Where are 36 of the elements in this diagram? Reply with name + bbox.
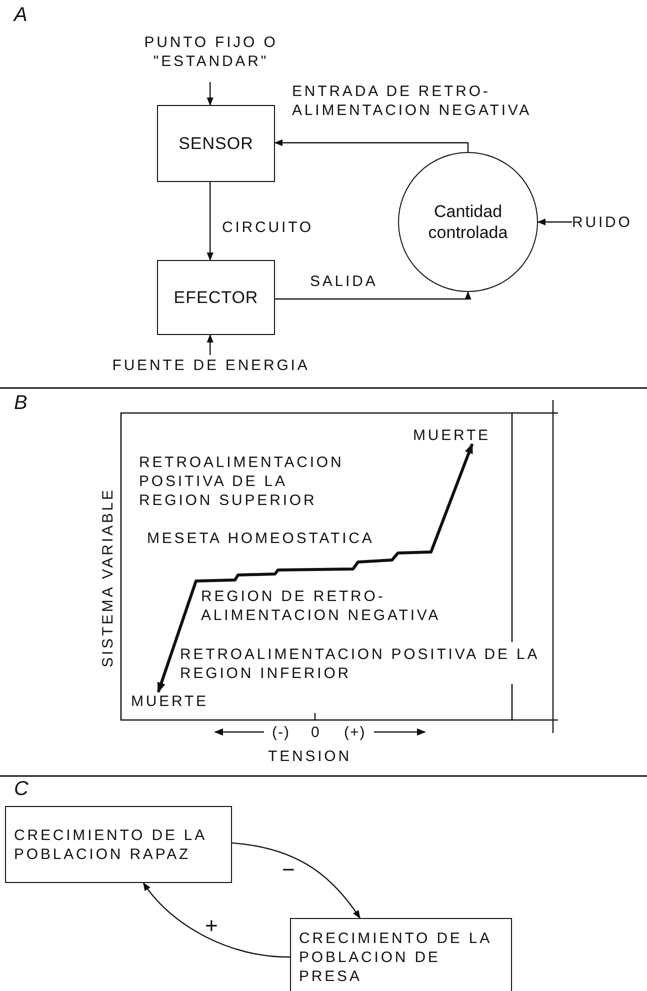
edge-label: + bbox=[205, 916, 219, 935]
arrow bbox=[232, 842, 360, 919]
arrow bbox=[206, 182, 214, 261]
axis-tick-label: (-) bbox=[272, 723, 290, 742]
process-box: SENSOR bbox=[157, 105, 275, 182]
axis-tick-label: 0 bbox=[311, 723, 320, 742]
arrow bbox=[142, 882, 290, 958]
circle-node: Cantidad controlada bbox=[398, 152, 538, 292]
process-box: CRECIMIENTO DE LA POBLACION DE PRESA bbox=[290, 918, 512, 991]
region-label: REGION DE RETRO-ALIMENTACION NEGATIVA bbox=[201, 587, 442, 625]
process-box: CRECIMIENTO DE LA POBLACION RAPAZ bbox=[5, 806, 232, 883]
curve-label: MUERTE bbox=[131, 692, 225, 710]
arrow bbox=[206, 82, 214, 106]
curve-label: MUERTE bbox=[413, 426, 507, 444]
arrow bbox=[274, 139, 469, 152]
curve-arrow bbox=[156, 443, 474, 693]
input-label: FUENTE DE ENERGIA bbox=[86, 355, 336, 375]
region-label: RETROALIMENTACION POSITIVA DE LA REGION SUPERIOR bbox=[139, 453, 345, 510]
panel-letter: A bbox=[14, 6, 28, 25]
edge-label: − bbox=[282, 860, 296, 879]
axis-label: TENSION bbox=[268, 747, 352, 766]
region-label: RETROALIMENTACION POSITIVA DE LA REGION INFERIOR bbox=[180, 645, 540, 683]
arrow bbox=[275, 291, 472, 300]
edge-label: SALIDA bbox=[310, 272, 379, 291]
edge-label: ENTRADA DE RETRO-ALIMENTACION NEGATIVA bbox=[292, 82, 533, 120]
process-box: EFECTOR bbox=[157, 260, 275, 335]
edge-label: CIRCUITO bbox=[222, 218, 314, 237]
axis-label: SISTEMA VARIABLE bbox=[98, 486, 118, 670]
arrow bbox=[537, 218, 572, 226]
panel-letter: C bbox=[14, 780, 28, 799]
region-label: MESETA HOMEOSTATICA bbox=[147, 529, 374, 548]
input-label: RUIDO bbox=[572, 212, 644, 232]
arrow bbox=[206, 334, 214, 355]
panel-letter: B bbox=[14, 394, 28, 413]
axis-tick-label: (+) bbox=[344, 723, 366, 742]
input-label: PUNTO FIJO O "ESTANDAR" bbox=[128, 22, 294, 82]
